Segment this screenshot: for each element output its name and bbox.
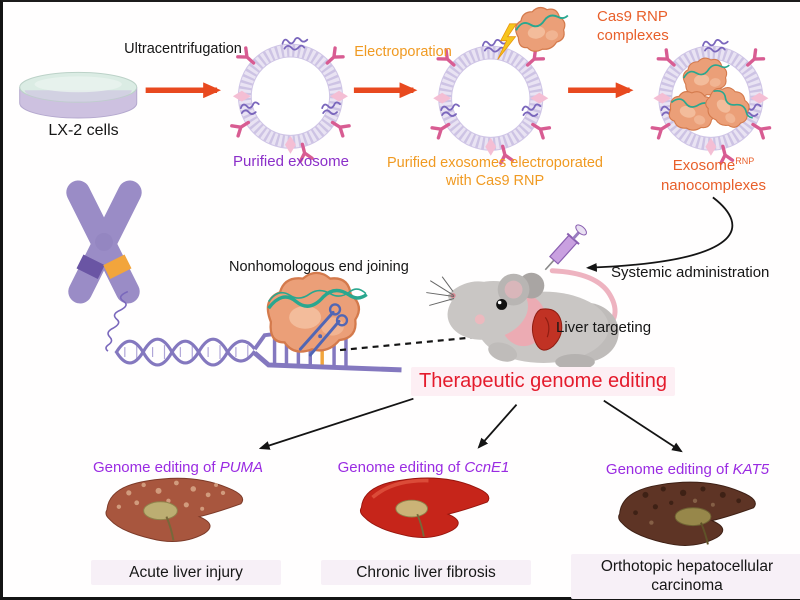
arrow-to-puma	[258, 397, 414, 450]
systemic-administration-label: Systemic administration	[611, 264, 770, 281]
cas9-cutting-complex	[266, 271, 369, 357]
arrow-to-kat5	[603, 399, 683, 453]
acute-liver-injury-label: Acute liver injury	[91, 560, 281, 586]
genome-editing-ccne1-title: Genome editing of CcnE1	[321, 459, 526, 478]
electroporated-exosome-graphic	[432, 2, 574, 163]
cas9-rnp-complexes-label: Cas9 RNP complexes	[597, 8, 669, 44]
arrow-to-ccne1	[477, 404, 518, 449]
chromosome-graphic	[66, 180, 142, 304]
therapeutic-genome-editing-title: Therapeutic genome editing	[411, 367, 675, 396]
nanocomplexes-text: nanocomplexes	[660, 177, 767, 195]
title-prefix: Genome editing of	[92, 459, 220, 476]
scissors-icon	[298, 303, 349, 357]
outcome-arrows	[258, 397, 683, 453]
genome-editing-kat5-title: Genome editing of KAT5	[585, 461, 790, 480]
systemic-administration-arrow	[585, 196, 734, 272]
exosome-rnp-nanocomplex-graphic	[652, 40, 769, 163]
gene-name-kat5: KAT5	[732, 461, 770, 478]
mouse-whiskers	[426, 276, 455, 306]
illustration-layer	[19, 2, 800, 546]
mouse-liver-target	[531, 308, 563, 351]
petri-dish-lx2-cells	[19, 71, 138, 119]
title-prefix: Genome editing of	[605, 461, 733, 478]
exosome-rnp-nanocomplexes-label: ExosomeRNP nanocomplexes	[641, 155, 786, 197]
cas9-rnp-complex-graphic	[512, 2, 574, 55]
liver-to-dna-dashed-line	[339, 329, 549, 352]
genome-editing-puma-title: Genome editing of PUMA	[73, 459, 283, 478]
exosome-rnp-base-text: Exosome	[672, 157, 736, 174]
liver-fibrosis-graphic	[359, 477, 490, 538]
chronic-liver-fibrosis-label: Chronic liver fibrosis	[321, 560, 531, 586]
title-prefix: Genome editing of	[337, 459, 465, 476]
electroporation-label: Electroporation	[354, 44, 452, 60]
chromatin-fiber	[105, 290, 129, 352]
lightning-bolt-icon	[497, 23, 518, 60]
ultracentrifugation-label: Ultracentrifugation	[124, 41, 242, 57]
liver-acute-injury-graphic	[105, 477, 244, 543]
mouse-graphic	[426, 268, 619, 370]
purified-exosome-label: Purified exosome	[233, 153, 349, 170]
orthotopic-hcc-label: Orthotopic hepatocellular carcinoma	[571, 554, 800, 599]
nhej-label: Nonhomologous end joining	[229, 259, 409, 275]
electroporated-exosomes-label: Purified exosomes electroporated with Ca…	[386, 155, 603, 190]
gene-name-ccne1: CcnE1	[464, 459, 510, 476]
gene-name-puma: PUMA	[219, 459, 264, 476]
exosome-rnp-sup-text: RNP	[735, 156, 755, 166]
dna-helix	[114, 337, 257, 367]
syringe-icon	[544, 224, 587, 271]
liver-targeting-label: Liver targeting	[556, 319, 652, 336]
liver-carcinoma-graphic	[618, 481, 756, 546]
lx2-cells-label: LX-2 cells	[48, 122, 119, 139]
